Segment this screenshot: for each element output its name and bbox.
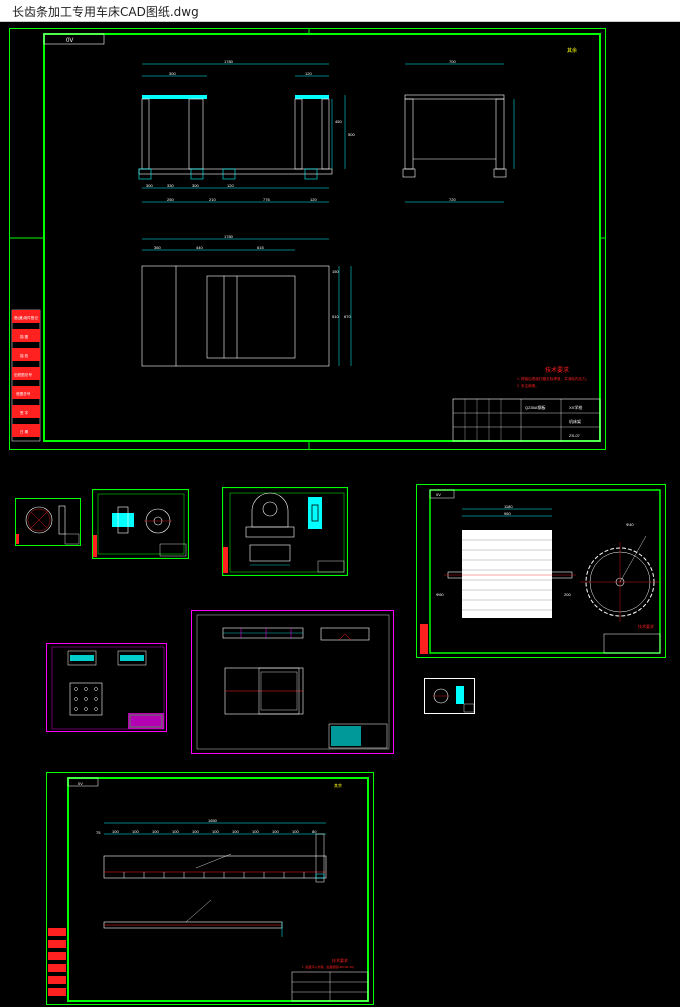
svg-text:100: 100 — [132, 829, 139, 834]
svg-text:100: 100 — [172, 829, 179, 834]
svg-text:960: 960 — [504, 511, 511, 516]
plan-view: 1780 360 440 615 150 510 670 — [141, 234, 351, 367]
svg-text:0V: 0V — [78, 781, 83, 786]
sheet-frame-assembly-drawing: 0V 其余 1780 300 120 — [9, 28, 606, 450]
cad-canvas[interactable]: 0V 其余 1780 300 120 — [0, 22, 680, 1007]
svg-text:日 期: 日 期 — [20, 429, 29, 434]
svg-text:120: 120 — [310, 197, 317, 202]
svg-text:100: 100 — [192, 829, 199, 834]
sheet-flange-part-drawing — [92, 489, 189, 559]
svg-text:XX学校: XX学校 — [569, 404, 582, 410]
window-title-bar: 长齿条加工专用车床CAD图纸.dwg — [0, 0, 680, 22]
sheet-small-gear[interactable] — [15, 498, 81, 546]
svg-text:100: 100 — [232, 829, 239, 834]
side-view: 700 720 — [402, 59, 515, 203]
svg-text:底图总号: 底图总号 — [16, 391, 31, 396]
sheet-bearing-seat[interactable] — [222, 487, 348, 576]
svg-text:300: 300 — [146, 183, 153, 188]
svg-text:1180: 1180 — [504, 504, 513, 509]
svg-text:2. 未注倒角。: 2. 未注倒角。 — [517, 383, 539, 388]
svg-text:450: 450 — [335, 119, 342, 124]
sheet-tag: 0V — [66, 38, 73, 44]
svg-text:80: 80 — [312, 829, 317, 834]
sheet-long-rack[interactable]: 0V 1650 75 100 100 100 100 100 100 100 1… — [46, 772, 374, 1005]
svg-text:300: 300 — [169, 71, 176, 76]
svg-text:720: 720 — [449, 197, 456, 202]
svg-text:100: 100 — [212, 829, 219, 834]
svg-text:旧底图总号: 旧底图总号 — [14, 372, 32, 377]
svg-text:1780: 1780 — [224, 234, 234, 239]
title-block: Q235A钢板 XX学校 机床架 ZS-07 — [452, 398, 601, 442]
svg-text:描 校: 描 校 — [20, 353, 29, 358]
svg-text:300: 300 — [192, 183, 199, 188]
sheet-gear-rack[interactable]: 0V 1180 960 Φ60 200 — [416, 484, 666, 658]
svg-text:1650: 1650 — [208, 818, 218, 823]
sheet-frame-assembly[interactable]: 0V 其余 1780 300 120 — [9, 28, 606, 450]
svg-text:75: 75 — [96, 830, 101, 835]
sheet-plate-holes-drawing — [46, 643, 167, 732]
svg-text:100: 100 — [112, 829, 119, 834]
svg-text:360: 360 — [154, 245, 161, 250]
svg-text:120: 120 — [227, 183, 234, 188]
svg-text:200: 200 — [564, 592, 571, 597]
svg-text:Φ60: Φ60 — [436, 592, 444, 597]
sheet-tiny-part[interactable] — [424, 678, 475, 714]
svg-text:Φ40: Φ40 — [626, 522, 634, 527]
svg-text:150: 150 — [332, 269, 339, 274]
svg-text:技术要求: 技术要求 — [332, 957, 348, 963]
svg-text:250: 250 — [167, 197, 174, 202]
svg-text:借(通)用件登记: 借(通)用件登记 — [14, 315, 38, 320]
svg-text:120: 120 — [305, 71, 312, 76]
svg-text:330: 330 — [167, 183, 174, 188]
sheet-gear-rack-drawing: 0V 1180 960 Φ60 200 — [416, 484, 666, 658]
svg-text:510: 510 — [332, 314, 339, 319]
svg-text:Q235A钢板: Q235A钢板 — [525, 404, 545, 410]
sheet-plate-holes[interactable] — [46, 643, 167, 732]
svg-text:700: 700 — [449, 59, 456, 64]
sheet-guide-rail[interactable] — [191, 610, 394, 754]
dim-top-total: 1780 — [224, 59, 234, 64]
svg-text:615: 615 — [257, 245, 264, 250]
svg-text:0V: 0V — [436, 492, 441, 497]
sheet-flange-part[interactable] — [92, 489, 189, 559]
svg-text:1. 齿面淬火处理，齿面硬度HRC45~50。: 1. 齿面淬火处理，齿面硬度HRC45~50。 — [302, 964, 356, 969]
svg-text:100: 100 — [272, 829, 279, 834]
svg-text:技术要求: 技术要求 — [638, 623, 654, 629]
svg-text:100: 100 — [252, 829, 259, 834]
window-title: 长齿条加工专用车床CAD图纸.dwg — [12, 5, 199, 19]
svg-text:100: 100 — [152, 829, 159, 834]
svg-text:670: 670 — [344, 314, 351, 319]
svg-text:100: 100 — [292, 829, 299, 834]
svg-text:500: 500 — [348, 132, 355, 137]
sheet-bearing-seat-drawing — [222, 487, 348, 576]
svg-text:ZS-07: ZS-07 — [569, 433, 581, 438]
sheet-small-gear-drawing — [15, 498, 81, 546]
svg-text:210: 210 — [209, 197, 216, 202]
svg-text:其余: 其余 — [334, 782, 342, 788]
svg-text:签 字: 签 字 — [20, 410, 29, 415]
sheet-long-rack-drawing: 0V 1650 75 100 100 100 100 100 100 100 1… — [46, 772, 374, 1005]
sheet-tiny-part-drawing — [424, 678, 475, 714]
svg-text:776: 776 — [263, 197, 270, 202]
roughness-note: 其余 — [567, 47, 577, 54]
front-view: 1780 300 120 500 450 — [138, 59, 355, 203]
svg-text:机床架: 机床架 — [569, 418, 581, 424]
svg-text:描 图: 描 图 — [20, 334, 29, 339]
svg-text:1. 焊接后表面打磨去除焊渣，并消除内应力。: 1. 焊接后表面打磨去除焊渣，并消除内应力。 — [517, 376, 589, 381]
tech-requirements-title: 技术要求 — [545, 366, 569, 374]
svg-text:440: 440 — [196, 245, 203, 250]
registration-strip: 借(通)用件登记 描 图 描 校 旧底图总号 底图总号 签 字 日 期 — [11, 309, 41, 442]
sheet-guide-rail-drawing — [191, 610, 394, 754]
